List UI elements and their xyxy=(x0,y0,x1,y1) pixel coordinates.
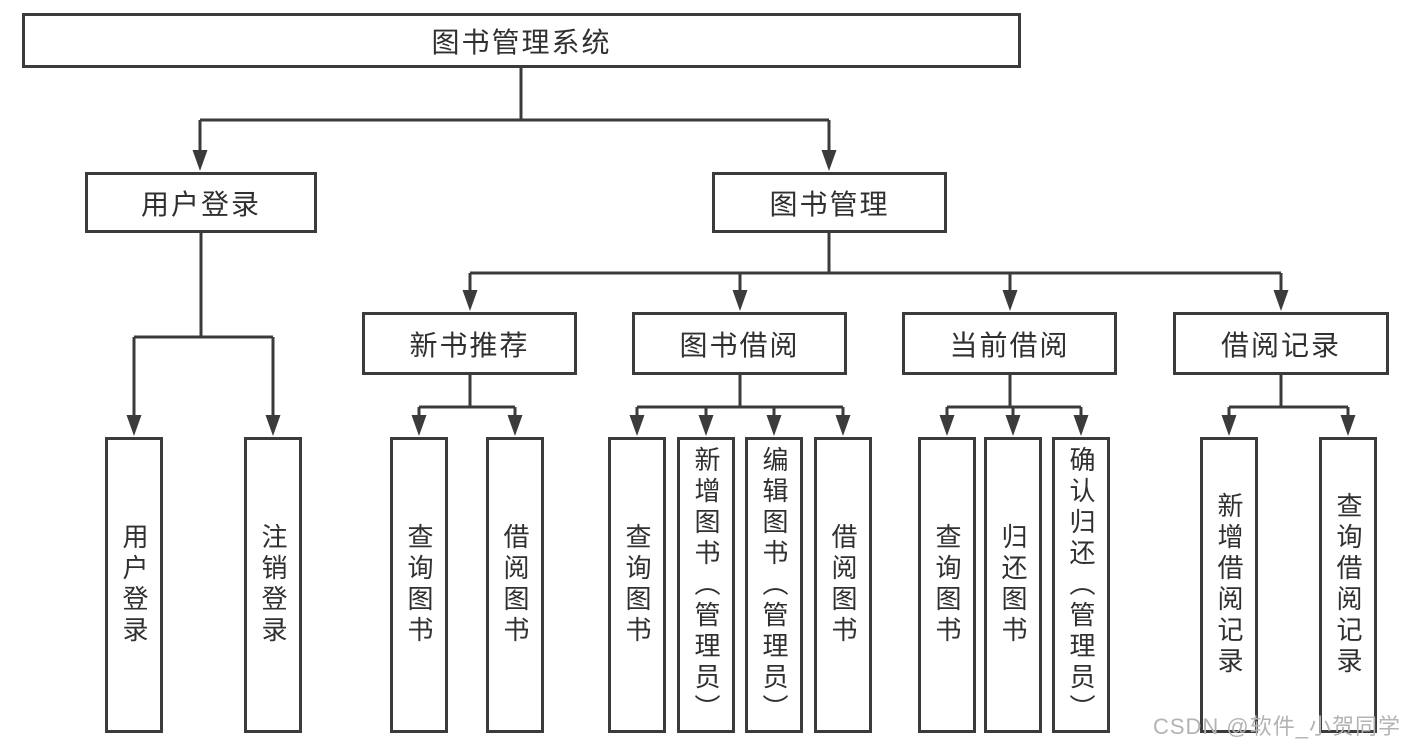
connector-book-management xyxy=(468,233,1283,292)
leaf-query-books-current: 查询图书 xyxy=(918,437,976,733)
arrowhead xyxy=(1340,415,1356,436)
arrowhead xyxy=(507,415,523,436)
connector-user-login xyxy=(132,233,275,417)
arrowhead xyxy=(939,415,955,436)
node-book-management: 图书管理 xyxy=(712,172,947,233)
arrowhead xyxy=(1221,415,1237,436)
arrowhead xyxy=(766,415,782,436)
arrowhead xyxy=(411,415,427,436)
leaf-return-books: 归还图书 xyxy=(984,437,1042,733)
arrowhead xyxy=(192,150,208,171)
leaf-query-books-recommend: 查询图书 xyxy=(390,437,448,733)
leaf-query-borrow-record: 查询借阅记录 xyxy=(1319,437,1377,733)
arrowhead xyxy=(698,415,714,436)
node-borrow-records: 借阅记录 xyxy=(1173,312,1389,375)
node-new-book-recommend: 新书推荐 xyxy=(362,312,577,375)
leaf-edit-book-admin: 编辑图书（管理员） xyxy=(745,437,803,733)
connector-root xyxy=(198,68,831,152)
arrowhead xyxy=(265,415,281,436)
leaf-add-book-admin: 新增图书（管理员） xyxy=(677,437,735,733)
connector-current-borrow xyxy=(945,375,1083,417)
node-user-login: 用户登录 xyxy=(85,172,317,233)
arrowhead xyxy=(1273,290,1289,311)
arrowhead xyxy=(126,415,142,436)
leaf-query-books-borrow: 查询图书 xyxy=(608,437,666,733)
arrowhead xyxy=(1005,415,1021,436)
leaf-user-login: 用户登录 xyxy=(105,437,163,733)
arrowhead xyxy=(1002,290,1018,311)
arrowhead xyxy=(629,415,645,436)
leaf-confirm-return-admin: 确认归还（管理员） xyxy=(1052,437,1110,733)
leaf-borrow-books: 借阅图书 xyxy=(814,437,872,733)
connector-new-book xyxy=(417,375,517,417)
leaf-borrow-books-recommend: 借阅图书 xyxy=(486,437,544,733)
node-current-borrow: 当前借阅 xyxy=(902,312,1117,375)
arrowhead xyxy=(1073,415,1089,436)
arrowhead xyxy=(835,415,851,436)
arrowhead xyxy=(821,150,837,171)
connector-book-borrow xyxy=(635,375,845,417)
arrowhead xyxy=(732,290,748,311)
arrowhead xyxy=(462,290,478,311)
node-book-borrow: 图书借阅 xyxy=(632,312,847,375)
node-root: 图书管理系统 xyxy=(22,13,1021,68)
watermark: CSDN @软件_小贺同学 xyxy=(1152,714,1401,739)
leaf-add-borrow-record: 新增借阅记录 xyxy=(1200,437,1258,733)
connector-borrow-records xyxy=(1227,375,1350,417)
leaf-logout: 注销登录 xyxy=(244,437,302,733)
